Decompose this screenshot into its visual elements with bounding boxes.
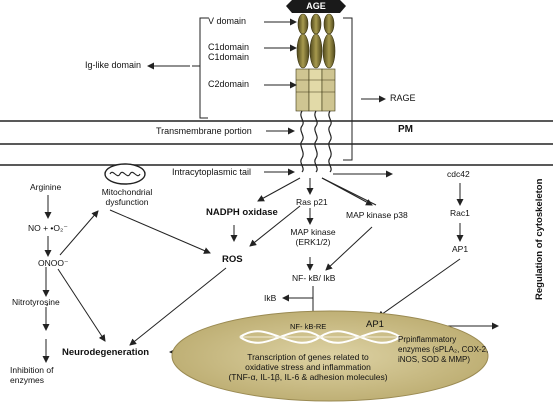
mitochondria-icon	[104, 163, 146, 185]
neurodegeneration-label: Neurodegeneration	[62, 347, 150, 358]
rage-label: RAGE	[390, 93, 416, 103]
age-label: AGE	[306, 1, 326, 11]
map-kinase-erk-label: MAP kinase (ERK1/2)	[290, 227, 336, 247]
onoo-label: ONOO⁻	[38, 258, 69, 268]
c2-domain-shape	[308, 68, 323, 112]
c1-domain-shape	[322, 33, 336, 69]
ras-p21-label: Ras p21	[296, 197, 328, 207]
pm-label: PM	[398, 124, 413, 135]
c2-domain-label: C2domain	[208, 79, 250, 89]
rage-bracket	[343, 17, 353, 161]
nadph-oxidase-label: NADPH oxidase	[206, 207, 278, 218]
dna-helix-icon	[239, 330, 401, 344]
c1-domain-label-2: C1domain	[208, 52, 250, 62]
inhibition-label: Inhibition of enzymes	[10, 365, 54, 385]
v-domain-shape	[310, 13, 322, 35]
nfkb-re-label: NF- kB-RE	[290, 322, 327, 331]
transcription-label: Transcription of genes related to oxidat…	[228, 352, 388, 382]
v-domain-shape	[297, 13, 309, 35]
rage-receptor	[295, 13, 336, 173]
ig-like-domain-label: Ig-like domain	[85, 60, 142, 70]
proinflammatory-enzymes-label: Prpinflammatory enzymes (sPLA₂, COX-2, i…	[398, 335, 489, 364]
cdc42-label: cdc42	[447, 169, 470, 179]
c1-domain-shape	[309, 33, 323, 69]
ig-like-brace	[192, 17, 208, 119]
c1-domain-label-1: C1domain	[208, 42, 250, 52]
plasma-membrane	[0, 120, 553, 166]
v-domain-shape	[323, 13, 335, 35]
ikb-label: IkB	[264, 293, 277, 303]
no-superoxide-label: NO + •O₂⁻	[28, 223, 68, 233]
nitrotyrosine-label: Nitrotyrosine	[12, 297, 60, 307]
regulation-of-cytoskeleton-label: Regulation of cytoskeleton	[534, 178, 545, 300]
ros-label: ROS	[222, 254, 243, 265]
intracytoplasmic-label: Intracytoplasmic tail	[172, 167, 252, 177]
c2-domain-shape	[321, 68, 336, 112]
ap1-nucleus-label: AP1	[366, 319, 384, 330]
c1-domain-shape	[296, 33, 310, 69]
arginine-label: Arginine	[30, 182, 62, 192]
map-kinase-p38-label: MAP kinase p38	[346, 210, 408, 220]
mitochondrial-dysfunction-label: Mitochondrial dysfunction	[101, 187, 153, 207]
nucleus	[171, 310, 489, 402]
rac1-label: Rac1	[450, 208, 470, 218]
age-ligand-shape	[286, 0, 346, 13]
c2-domain-shape	[295, 68, 310, 112]
ap1-cytoplasm-label: AP1	[452, 244, 469, 254]
nfkb-ikb-label: NF- kB/ IkB	[292, 273, 336, 283]
transmembrane-label: Transmembrane portion	[156, 126, 252, 136]
v-domain-label: V domain	[208, 16, 247, 26]
